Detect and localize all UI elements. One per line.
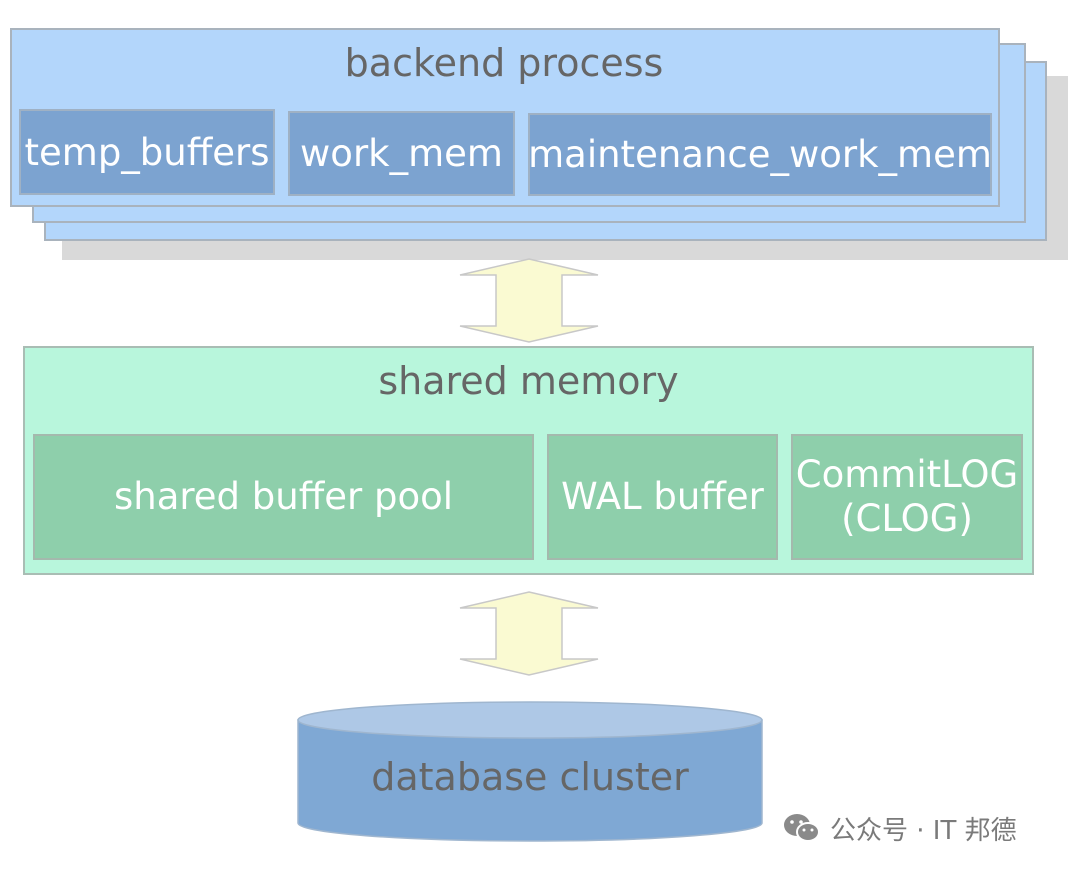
temp-buffers-box: temp_buffers — [19, 109, 275, 195]
database-cluster-label: database cluster — [371, 755, 689, 799]
watermark: 公众号 · IT 邦德 — [782, 808, 1017, 848]
commit-log-line2: (CLOG) — [841, 497, 973, 540]
double-arrow-icon-upper — [459, 258, 599, 343]
wechat-icon — [784, 814, 820, 842]
commit-log-box: CommitLOG (CLOG) — [791, 434, 1023, 560]
commit-log-line1: CommitLOG — [795, 453, 1019, 496]
double-arrow-icon-lower — [459, 591, 599, 676]
shared-buffer-pool-box: shared buffer pool — [33, 434, 534, 560]
watermark-text: 公众号 · IT 邦德 — [830, 815, 1017, 846]
shared-memory-title: shared memory — [378, 359, 679, 403]
work-mem-box: work_mem — [288, 111, 515, 196]
backend-process-title: backend process — [344, 41, 664, 85]
wal-buffer-box: WAL buffer — [547, 434, 778, 560]
database-cylinder-icon — [297, 701, 763, 842]
maintenance-work-mem-box: maintenance_work_mem — [528, 113, 992, 196]
